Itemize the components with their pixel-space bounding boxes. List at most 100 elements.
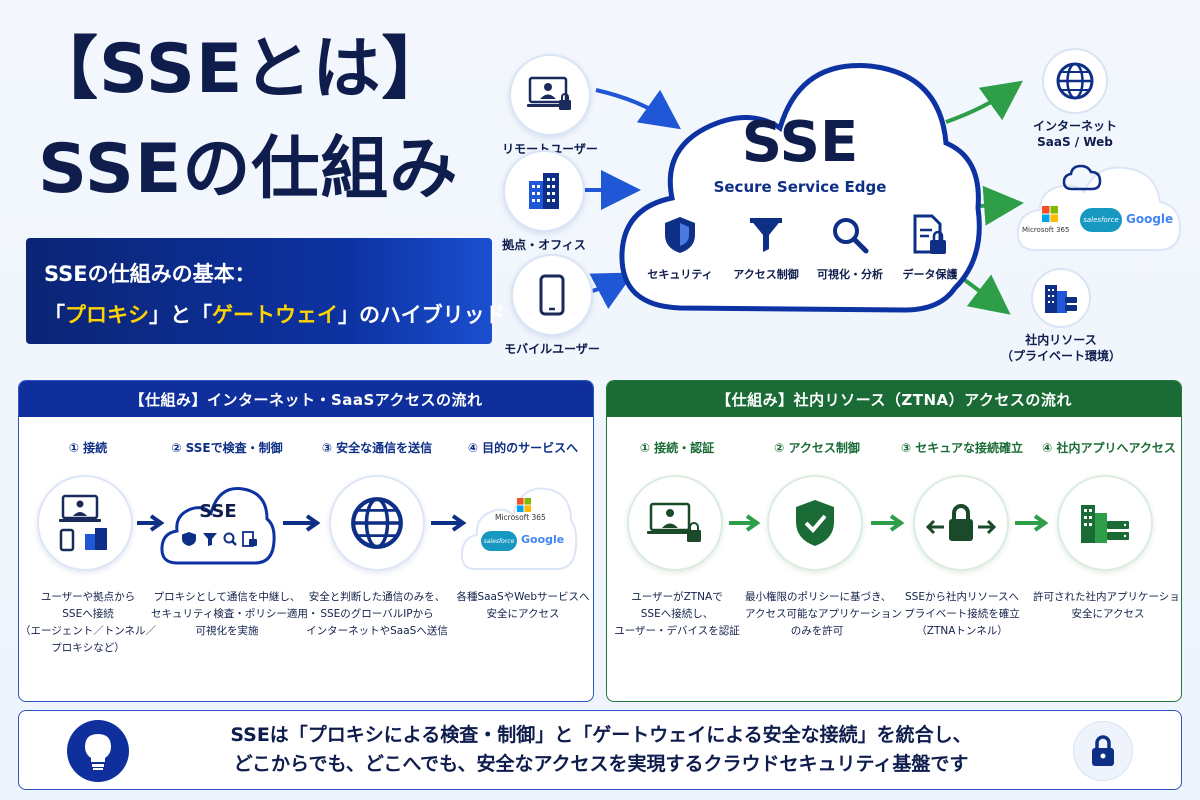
filter-icon [726,212,806,258]
microsoft-icon [1041,206,1058,222]
internet-step2-title: ② SSEで検査・制御 [171,441,283,455]
internet-step1-circle [37,475,133,571]
server-building-icon [1031,268,1091,328]
internet-flow-arrows [137,514,467,532]
ztna-step3-title: ③ セキュアな接続確立 [900,441,1024,455]
internet-step4-title: ④ 目的のサービスへ [467,441,579,455]
ztna-step4-desc: 許可された社内アプリケーションへ安全にアクセス [1033,591,1181,620]
internal-app-icon [1081,505,1129,543]
dest-saas: Microsoft 365 salesforce Google [1014,150,1184,256]
mini-cloud-icons [181,531,259,551]
source-remote: リモートユーザー [500,54,600,157]
quote-end: 」のハイブリッド [338,303,506,327]
dest-internet: インターネット SaaS / Web [1010,48,1140,150]
mini-cloud-title: SSE [199,501,237,522]
ztna-step2-circle [767,475,863,571]
function-access-control: アクセス制御 [726,212,806,282]
internet-step3-desc: 安全と判断した通信のみを、SSEのグローバルIPからインターネットやSaaSへ送… [306,591,448,637]
ztna-step1-title: ① 接続・認証 [639,441,715,455]
cloud-shape [619,63,982,313]
shield-check-icon [796,500,834,546]
proxy-highlight: プロキシ [65,303,149,327]
ztna-step2-desc: 最小権限のポリシーに基づき、アクセス可能なアプリケーションのみを許可 [745,591,902,637]
microsoft-label: Microsoft 365 [495,513,546,522]
sse-cloud: SSE Secure Service Edge セキュリティ アクセス制御 可視… [610,48,990,328]
function-visibility-label: 可視化・分析 [817,268,883,281]
google-logo: Google [1126,212,1174,226]
internet-step4-services: Microsoft 365 salesforce Google [459,475,579,575]
source-office-label: 拠点・オフィス [502,238,586,252]
function-security-label: セキュリティ [647,268,713,281]
shield-icon [640,212,720,258]
smartphone-icon [511,254,593,336]
internet-step3-title: ③ 安全な通信を送信 [321,441,433,455]
function-data-protection-label: データ保護 [902,268,958,281]
internet-step1-title: ① 接続 [68,441,108,455]
summary-line1: SSEは「プロキシによる検査・制御」と「ゲートウェイによる安全な接続」を統合し、 [230,724,972,746]
lightbulb-icon [67,720,129,782]
mini-shield-icon [182,532,196,546]
padlock-icon [1073,721,1133,781]
dest-internal-label2: （プライベート環境） [1000,349,1121,363]
internet-step3-circle [329,475,425,571]
basics-box: SSEの仕組みの基本： 「プロキシ」と「ゲートウェイ」のハイブリッド [26,238,506,344]
quote-open: 「 [44,303,65,327]
cloud-subtitle: Secure Service Edge [713,178,887,196]
devices-icon [59,494,107,552]
dest-internet-label2: SaaS / Web [1037,135,1113,149]
document-lock-icon [890,212,970,258]
dest-internet-label1: インターネット [1032,119,1117,133]
internet-step4-desc: 各種SaaSやWebサービスへ安全にアクセス [456,591,590,620]
cloud-outline-icon [1062,162,1102,196]
ztna-step1-circle [627,475,723,571]
quote-mid: 」と「 [149,303,212,327]
function-security: セキュリティ [640,212,720,282]
panel-ztna-flow: 【仕組み】社内リソース（ZTNA）アクセスの流れ ① 接続・認証 ② アクセス制… [606,380,1182,702]
summary-banner: SSEは「プロキシによる検査・制御」と「ゲートウェイによる安全な接続」を統合し、… [18,710,1182,790]
building-icon [503,150,585,232]
function-data-protection: データ保護 [890,212,970,282]
user-laptop-lock-icon [647,502,701,542]
function-access-control-label: アクセス制御 [733,268,799,281]
mini-filter-icon [203,533,217,546]
page-title-line1: 【SSEとは】 [30,30,451,109]
function-visibility: 可視化・分析 [810,212,890,282]
panel-internet-header: 【仕組み】インターネット・SaaSアクセスの流れ [19,381,593,417]
dest-internal: 社内リソース （プライベート環境） [996,268,1126,364]
internet-step2-desc: プロキシとして通信を中継し、セキュリティ検査・ポリシー適用・可視化を実施 [151,591,319,637]
summary-text: SSEは「プロキシによる検査・制御」と「ゲートウェイによる安全な接続」を統合し、… [149,721,1053,779]
magnifier-icon [810,212,890,258]
microsoft-icon [517,497,531,516]
ztna-flow-arrows [729,514,1049,532]
lock-tunnel-icon [926,504,996,541]
ztna-step3-circle [913,475,1009,571]
internet-step2-cloud: SSE [159,475,277,571]
basics-line2: 「プロキシ」と「ゲートウェイ」のハイブリッド [44,298,506,332]
source-mobile-label: モバイルユーザー [504,342,600,356]
panel-internet-flow: 【仕組み】インターネット・SaaSアクセスの流れ ① 接続 ② SSEで検査・制… [18,380,594,702]
gateway-highlight: ゲートウェイ [212,303,338,327]
microsoft-logo: Microsoft 365 [1022,206,1069,234]
ztna-step3-desc: SSEから社内リソースへプライベート接続を確立（ZTNAトンネル） [904,591,1020,637]
panel-ztna-header: 【仕組み】社内リソース（ZTNA）アクセスの流れ [607,381,1181,417]
google-logo: Google [521,533,565,546]
summary-line2: どこからでも、どこへでも、安全なアクセスを実現するクラウドセキュリティ基盤です [233,753,969,775]
microsoft-label: Microsoft 365 [1022,226,1070,234]
ztna-step2-title: ② アクセス制御 [774,441,860,455]
globe-icon [1042,48,1108,114]
source-remote-label: リモートユーザー [502,142,598,156]
cloud-title: SSE [741,110,859,175]
dest-internal-label1: 社内リソース [1025,333,1097,347]
ztna-step4-circle [1057,475,1153,571]
page-title-line2: SSEの仕組み [38,130,459,209]
basics-line1: SSEの仕組みの基本： [44,262,256,286]
mini-magnifier-icon [231,540,237,546]
source-office: 拠点・オフィス [494,150,594,253]
source-mobile: モバイルユーザー [502,254,602,357]
globe-icon [351,497,403,549]
salesforce-logo: salesforce [1080,208,1122,232]
ztna-step4-title: ④ 社内アプリへアクセス [1042,441,1176,455]
remote-user-icon [509,54,591,136]
